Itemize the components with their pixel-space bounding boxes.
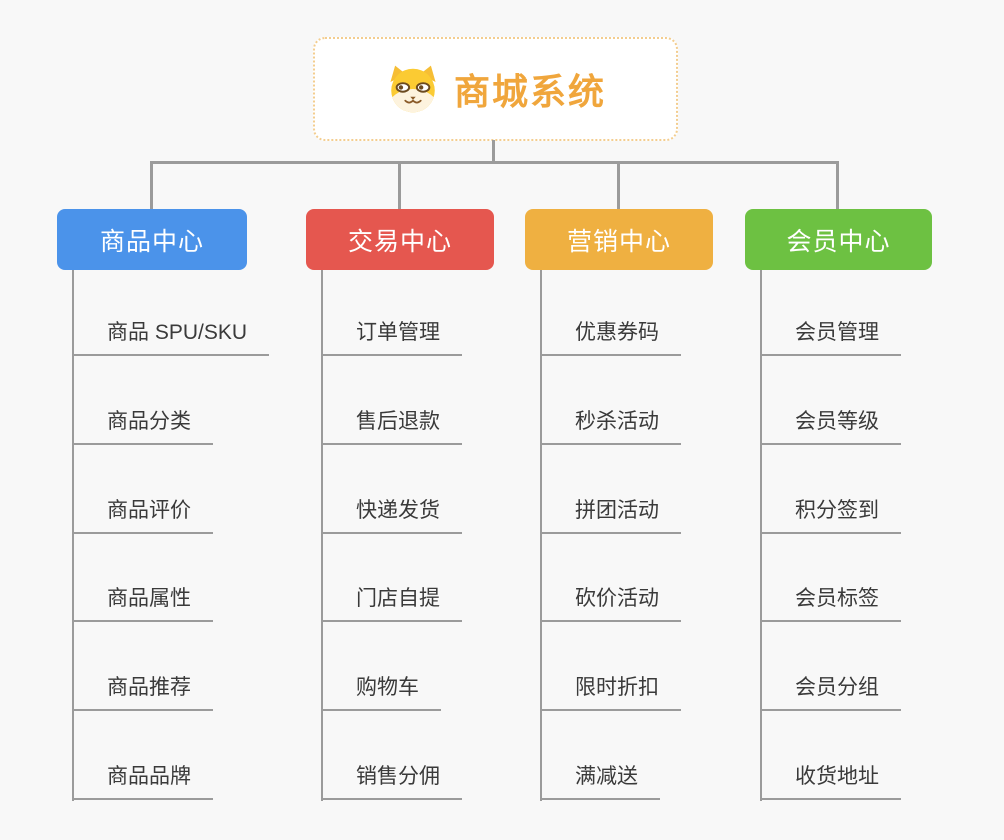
spine-member: [760, 270, 762, 801]
leaf-node[interactable]: 商品分类: [72, 407, 213, 445]
leaf-node[interactable]: 优惠券码: [540, 318, 681, 356]
leaf-node[interactable]: 会员等级: [760, 407, 901, 445]
leaf-node[interactable]: 积分签到: [760, 496, 901, 534]
leaf-node[interactable]: 订单管理: [321, 318, 462, 356]
leaf-node[interactable]: 销售分佣: [321, 762, 462, 800]
root-title: 商城系统: [453, 71, 606, 112]
leaf-node[interactable]: 限时折扣: [540, 673, 681, 711]
leaf-node[interactable]: 商品品牌: [72, 762, 213, 800]
leaf-node[interactable]: 售后退款: [321, 407, 462, 445]
root-node[interactable]: 商城系统: [313, 37, 678, 141]
shiba-dog-icon: [390, 65, 436, 113]
leaf-node[interactable]: 会员分组: [760, 673, 901, 711]
connector-bus: [151, 161, 839, 164]
connector-drop-trade: [398, 161, 401, 210]
leaf-node[interactable]: 商品 SPU/SKU: [72, 318, 270, 356]
branch-node-member[interactable]: 会员中心: [745, 209, 932, 270]
branch-node-product[interactable]: 商品中心: [57, 209, 247, 270]
leaf-node[interactable]: 收货地址: [760, 762, 901, 800]
branch-node-trade[interactable]: 交易中心: [306, 209, 494, 270]
leaf-node[interactable]: 秒杀活动: [540, 407, 681, 445]
branch-label: 营销中心: [566, 227, 671, 256]
spine-product: [72, 270, 74, 801]
connector-root-drop: [492, 140, 495, 164]
leaf-node[interactable]: 会员管理: [760, 318, 901, 356]
spine-trade: [321, 270, 323, 801]
leaf-node[interactable]: 拼团活动: [540, 496, 681, 534]
connector-drop-member: [836, 161, 839, 210]
leaf-node[interactable]: 快递发货: [321, 496, 462, 534]
branch-node-marketing[interactable]: 营销中心: [525, 209, 713, 270]
connector-drop-marketing: [617, 161, 620, 210]
leaf-node[interactable]: 会员标签: [760, 584, 901, 622]
connector-drop-product: [150, 161, 153, 210]
leaf-node[interactable]: 满减送: [540, 762, 660, 800]
leaf-node[interactable]: 门店自提: [321, 584, 462, 622]
leaf-node[interactable]: 购物车: [321, 673, 441, 711]
leaf-node[interactable]: 商品推荐: [72, 673, 213, 711]
leaf-node[interactable]: 砍价活动: [540, 584, 681, 622]
spine-marketing: [540, 270, 542, 801]
branch-label: 商品中心: [99, 227, 204, 256]
branch-label: 交易中心: [347, 227, 452, 256]
leaf-node[interactable]: 商品属性: [72, 584, 213, 622]
branch-label: 会员中心: [786, 227, 891, 256]
leaf-node[interactable]: 商品评价: [72, 496, 213, 534]
